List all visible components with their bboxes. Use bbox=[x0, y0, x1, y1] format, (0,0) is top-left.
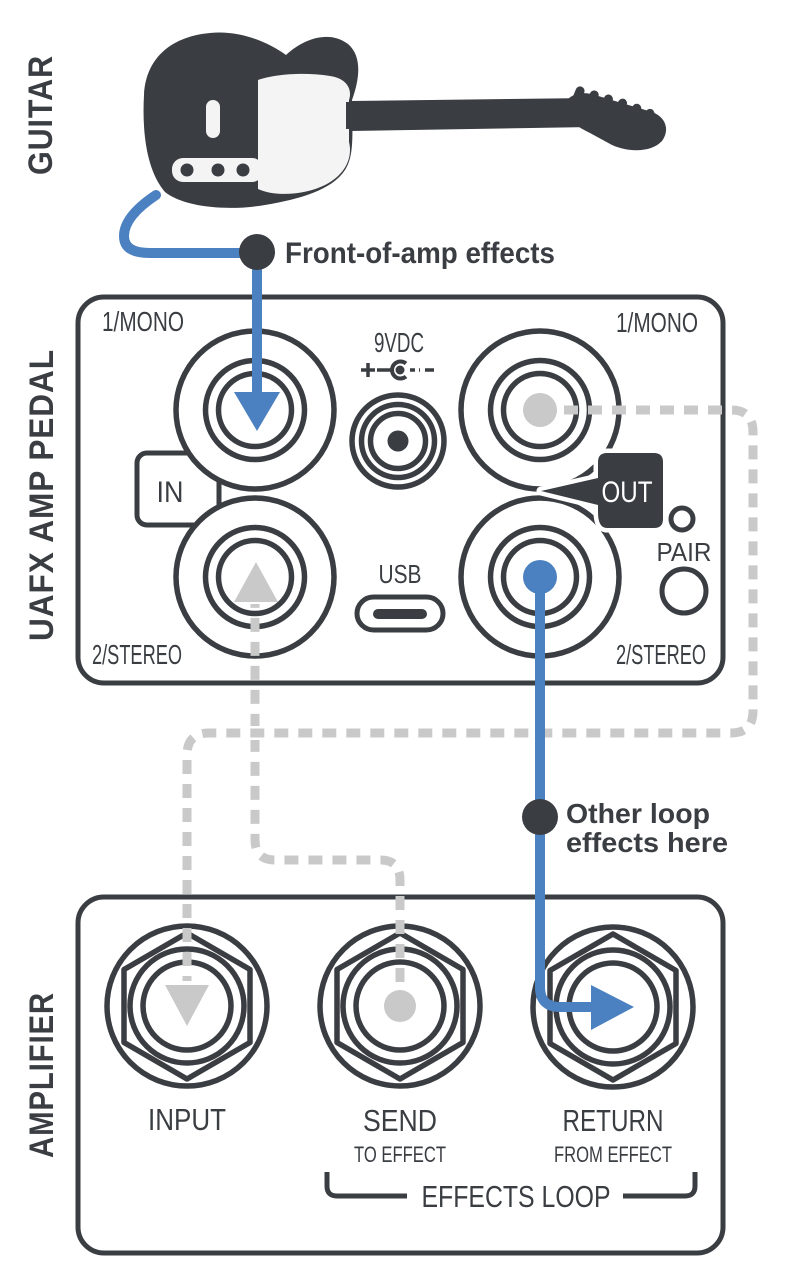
power-label: 9VDC bbox=[374, 327, 424, 358]
pedal-side-label: UAFX AMP PEDAL bbox=[23, 349, 61, 641]
amp-return-sublabel: FROM EFFECT bbox=[554, 1142, 672, 1167]
loop-note-line2: effects here bbox=[566, 827, 728, 858]
effects-loop-bracket bbox=[324, 1172, 698, 1199]
front-of-amp-note: Front-of-amp effects bbox=[285, 237, 555, 270]
pair-led bbox=[668, 505, 696, 533]
pedal-jack-label-bottom-left: 2/STEREO bbox=[92, 639, 182, 670]
dc-power-jack bbox=[349, 392, 447, 490]
pedal-jack-label-top-right: 1/MONO bbox=[616, 307, 698, 338]
usb-port-icon bbox=[354, 594, 446, 633]
out-badge-label: OUT bbox=[602, 476, 653, 509]
amp-send-label: SEND bbox=[363, 1103, 437, 1138]
out-stereo-plug-dot bbox=[523, 560, 557, 594]
pedal-in-badge bbox=[134, 450, 222, 528]
amp-send-sublabel: TO EFFECT bbox=[354, 1142, 446, 1167]
cable-guitar-to-pedal bbox=[119, 190, 262, 399]
guitar-side-label: GUITAR bbox=[22, 55, 60, 175]
bridge-saddle-dot bbox=[180, 163, 194, 177]
amplifier-side-label: AMPLIFIER bbox=[23, 992, 61, 1158]
pedal-jack-label-bottom-right: 2/STEREO bbox=[616, 639, 706, 670]
pair-button bbox=[659, 566, 709, 616]
guitar-neck-overlay bbox=[346, 99, 592, 129]
guitar-icon bbox=[143, 32, 667, 208]
pedal-jack-label-top-left: 1/MONO bbox=[102, 306, 184, 337]
bridge-saddle-dot bbox=[211, 163, 225, 177]
amp-return-label: RETURN bbox=[563, 1103, 664, 1138]
arrow-into-amp-input bbox=[165, 985, 209, 1026]
front-of-amp-node-dot bbox=[239, 234, 275, 270]
usb-label: USB bbox=[379, 559, 422, 589]
loop-note-line1: Other loop bbox=[566, 798, 710, 829]
in-badge-label: IN bbox=[157, 476, 184, 509]
arrow-into-pedal-stereo-in bbox=[234, 562, 278, 602]
cable-pedal-to-amp-return bbox=[535, 577, 592, 1012]
pair-label: PAIR bbox=[657, 537, 712, 567]
effects-loop-label: EFFECTS LOOP bbox=[422, 1179, 611, 1214]
cable-pedal-to-amp-input bbox=[182, 405, 758, 981]
dc-polarity-icon bbox=[361, 359, 434, 381]
guitar-pickguard bbox=[258, 73, 351, 194]
amp-input-label: INPUT bbox=[148, 1102, 226, 1137]
send-plug-dot bbox=[384, 990, 416, 1022]
arrow-into-pedal-in bbox=[234, 392, 280, 431]
pedal-out-badge bbox=[536, 448, 668, 533]
out-mono-plug-dot bbox=[523, 393, 557, 427]
loop-effects-node-dot bbox=[522, 799, 558, 835]
guitar-pickup bbox=[206, 100, 220, 138]
bridge-saddle-dot bbox=[236, 163, 250, 177]
arrow-into-amp-return bbox=[591, 985, 634, 1030]
